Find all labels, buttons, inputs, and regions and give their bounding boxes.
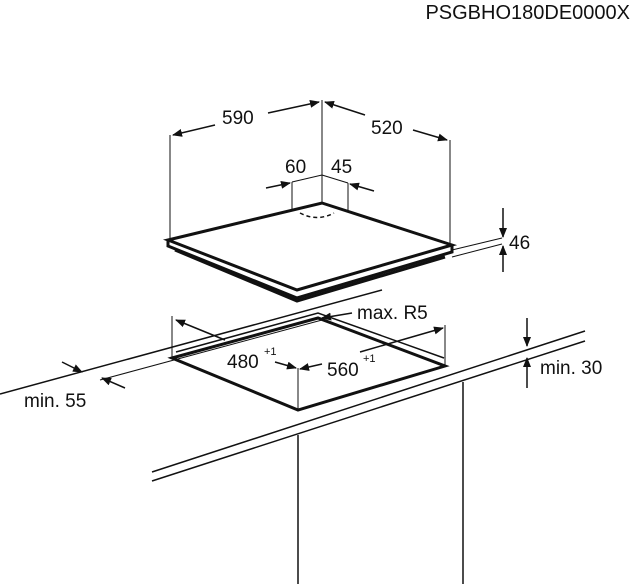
min-front-distance-label: min. 55 xyxy=(24,391,86,412)
min-worktop-thickness-label: min. 30 xyxy=(540,358,602,379)
width-label: 590 xyxy=(222,108,254,129)
arrow-520-left xyxy=(324,100,366,116)
cutout-width-label: 560 xyxy=(327,360,359,381)
hob xyxy=(162,201,458,303)
model-code: PSGBHO180DE0000X xyxy=(425,2,630,24)
height-label: 46 xyxy=(509,233,530,254)
corner-radius-label: max. R5 xyxy=(357,303,428,324)
cutout-width-tolerance: +1 xyxy=(363,353,376,365)
inlet-y-label: 45 xyxy=(331,157,352,178)
arrow-520-right xyxy=(412,129,448,142)
inlet-x-label: 60 xyxy=(285,157,306,178)
arrow-590-right xyxy=(267,99,320,114)
depth-label: 520 xyxy=(371,118,403,139)
cutout xyxy=(167,312,450,412)
worktop xyxy=(0,289,586,584)
cutout-depth-label: 480 xyxy=(227,352,259,373)
arrow-590-left xyxy=(172,124,216,137)
cutout-depth-tolerance: +1 xyxy=(264,346,277,358)
